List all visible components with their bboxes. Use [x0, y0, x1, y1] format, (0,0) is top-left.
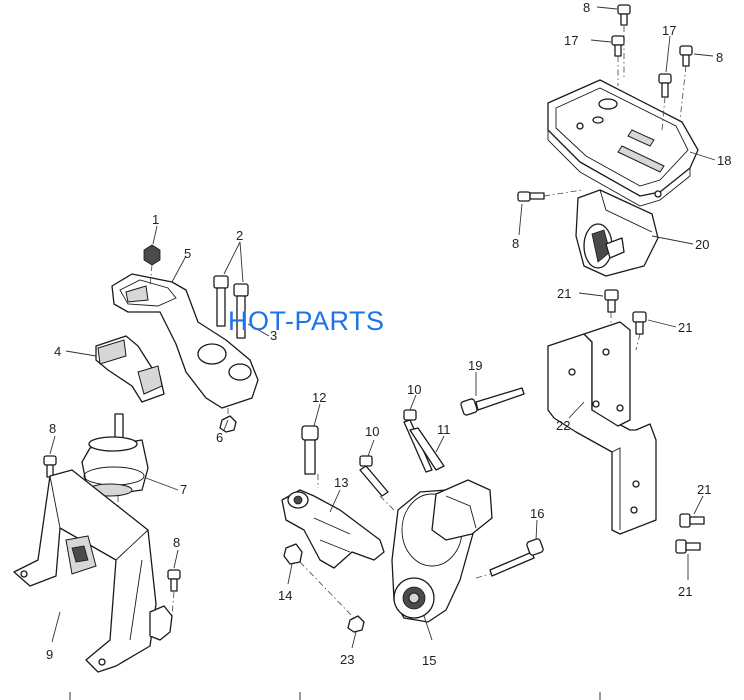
callout-17-top: 17: [564, 33, 578, 48]
bolt-8-low: [167, 569, 181, 592]
callout-18: 18: [717, 153, 731, 168]
bolt-21-b: [632, 311, 647, 335]
callout-12: 12: [312, 390, 326, 405]
upper-mount-bracket: [547, 79, 699, 207]
callout-22: 22: [556, 418, 570, 433]
bolt-17-right: [658, 73, 672, 98]
bolt-10-b: [359, 455, 389, 497]
bolt-16: [489, 538, 544, 577]
mount-arm-5: [111, 273, 259, 409]
callout-21-d: 21: [678, 584, 692, 599]
bolt-8-left: [43, 455, 57, 478]
callout-19: 19: [468, 358, 482, 373]
bolt-21-a: [604, 289, 619, 313]
callout-3: 3: [270, 328, 277, 343]
upper-rubber-mount: [575, 189, 659, 277]
callout-8-mid: 8: [512, 236, 519, 251]
callout-1: 1: [152, 212, 159, 227]
bolt-2-b: [233, 283, 249, 339]
nut-1: [143, 244, 161, 266]
callout-numbers: 8 17 17 8 18 8 20 1 2 5 3 21 21 4 19 10 …: [46, 0, 731, 668]
callout-10-a: 10: [407, 382, 421, 397]
callout-17-right: 17: [662, 23, 676, 38]
callout-4: 4: [54, 344, 61, 359]
bracket-9: [13, 469, 173, 673]
nut-14: [283, 543, 303, 565]
callout-21-a: 21: [557, 286, 571, 301]
callout-7: 7: [180, 482, 187, 497]
rubber-mount-7: [81, 413, 149, 497]
bracket-22: [547, 321, 657, 535]
nut-23: [347, 615, 365, 633]
callout-16: 16: [530, 506, 544, 521]
bolt-2-a: [213, 275, 229, 327]
callout-10-b: 10: [365, 424, 379, 439]
mount-15: [391, 479, 493, 623]
callout-5: 5: [184, 246, 191, 261]
watermark-text: HOT-PARTS: [228, 306, 385, 336]
leader-lines: [49, 6, 716, 649]
bolt-8-top: [617, 4, 631, 26]
bracket-4: [95, 335, 165, 403]
callout-20: 20: [695, 237, 709, 252]
bracket-13: [281, 489, 385, 569]
nut-6: [219, 415, 237, 433]
callout-21-c: 21: [697, 482, 711, 497]
bolt-21-c: [679, 513, 705, 528]
callout-9: 9: [46, 647, 53, 662]
bolt-11: [409, 427, 445, 471]
callout-8-low: 8: [173, 535, 180, 550]
callout-21-b: 21: [678, 320, 692, 335]
callout-8-left: 8: [49, 421, 56, 436]
bolt-19: [460, 387, 525, 416]
callout-11: 11: [437, 422, 451, 437]
bolt-12: [301, 425, 319, 475]
callout-23: 23: [340, 652, 354, 667]
bolt-8-right: [679, 45, 693, 67]
bolt-8-mid: [517, 191, 545, 202]
callout-15: 15: [422, 653, 436, 668]
callout-6: 6: [216, 430, 223, 445]
callout-13: 13: [334, 475, 348, 490]
callout-2: 2: [236, 228, 243, 243]
bolt-21-d: [675, 539, 701, 554]
callout-14: 14: [278, 588, 292, 603]
callout-8-right: 8: [716, 50, 723, 65]
callout-8-top: 8: [583, 0, 590, 15]
bolt-17-top: [611, 35, 625, 57]
